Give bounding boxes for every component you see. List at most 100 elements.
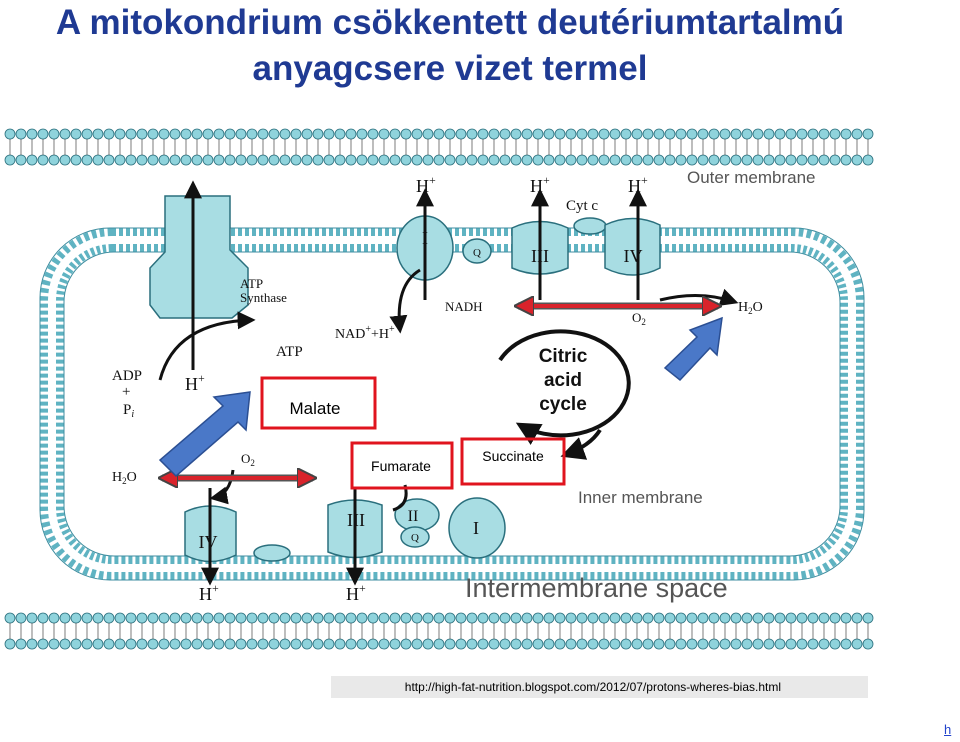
lipid-head xyxy=(26,612,38,624)
lipid-head xyxy=(664,128,676,140)
lipid-head xyxy=(257,638,269,650)
lipid-head xyxy=(510,154,522,166)
lipid-head xyxy=(114,128,126,140)
lipid-head xyxy=(158,154,170,166)
lipid-head xyxy=(763,128,775,140)
lipid-head xyxy=(37,128,49,140)
lipid-head xyxy=(741,612,753,624)
lipid-head xyxy=(741,154,753,166)
lipid-head xyxy=(477,612,489,624)
lipid-head xyxy=(818,154,830,166)
lipid-head xyxy=(389,128,401,140)
lipid-head xyxy=(389,638,401,650)
lipid-head xyxy=(433,154,445,166)
lipid-head xyxy=(686,638,698,650)
lipid-head xyxy=(15,638,27,650)
complex-I-top-label: I xyxy=(422,228,428,248)
lipid-head xyxy=(829,612,841,624)
lipid-head xyxy=(4,612,16,624)
lipid-head xyxy=(290,154,302,166)
lipid-head xyxy=(444,128,456,140)
lipid-head xyxy=(290,128,302,140)
lipid-head xyxy=(400,154,412,166)
lipid-head xyxy=(807,612,819,624)
lipid-head xyxy=(675,612,687,624)
adp-label: ADP xyxy=(112,368,142,384)
lipid-head xyxy=(334,128,346,140)
cyt-c-label: Cyt c xyxy=(566,198,598,214)
atp-synthase-label-1: ATP xyxy=(240,276,263,291)
lipid-head xyxy=(488,128,500,140)
lipid-head xyxy=(422,128,434,140)
lipid-head xyxy=(719,128,731,140)
lipid-head xyxy=(752,128,764,140)
lipid-head xyxy=(59,128,71,140)
citric-acid-cycle-loop xyxy=(498,329,631,460)
lipid-head xyxy=(708,638,720,650)
lipid-head xyxy=(675,638,687,650)
lipid-head xyxy=(301,154,313,166)
lipid-head xyxy=(697,638,709,650)
lipid-head xyxy=(576,638,588,650)
lipid-head xyxy=(488,154,500,166)
lipid-head xyxy=(587,612,599,624)
lipid-head xyxy=(620,638,632,650)
lipid-head xyxy=(103,612,115,624)
malate-box: Malate xyxy=(260,376,377,430)
lipid-head xyxy=(257,612,269,624)
lipid-head xyxy=(620,154,632,166)
lipid-head xyxy=(345,612,357,624)
lipid-head xyxy=(103,638,115,650)
lipid-head xyxy=(862,612,874,624)
outer-membrane-top xyxy=(4,128,878,166)
lipid-head xyxy=(125,128,137,140)
lipid-head xyxy=(70,128,82,140)
lipid-head xyxy=(477,128,489,140)
lipid-head xyxy=(631,154,643,166)
lipid-head xyxy=(455,154,467,166)
citric-acid-cycle-label-1: Citric xyxy=(539,346,588,367)
lipid-head xyxy=(851,154,863,166)
lipid-head xyxy=(92,638,104,650)
succinate-label: Succinate xyxy=(482,448,544,464)
h2o-top-label: H2O xyxy=(738,300,763,316)
lipid-head xyxy=(125,154,137,166)
lipid-head xyxy=(367,612,379,624)
lipid-head xyxy=(862,154,874,166)
lipid-head xyxy=(719,154,731,166)
lipid-head xyxy=(15,154,27,166)
lipid-head xyxy=(136,612,148,624)
o2-bottom-label: O2 xyxy=(241,451,255,468)
lipid-head xyxy=(257,128,269,140)
lipid-head xyxy=(301,612,313,624)
lipid-head xyxy=(444,612,456,624)
lipid-head xyxy=(598,638,610,650)
lipid-head xyxy=(180,612,192,624)
blue-arrow-left xyxy=(158,391,251,478)
lipid-head xyxy=(499,154,511,166)
lipid-head xyxy=(510,612,522,624)
lipid-head xyxy=(15,612,27,624)
lipid-head xyxy=(191,612,203,624)
lipid-head xyxy=(499,612,511,624)
lipid-head xyxy=(378,154,390,166)
lipid-head xyxy=(477,154,489,166)
lipid-head xyxy=(147,638,159,650)
lipid-head xyxy=(411,128,423,140)
h-plus-atp: H+ xyxy=(185,371,205,394)
lipid-head xyxy=(180,154,192,166)
lipid-head xyxy=(532,154,544,166)
lipid-head xyxy=(92,154,104,166)
nadh-label: NADH xyxy=(445,299,483,314)
corner-link[interactable]: h xyxy=(944,722,952,737)
lipid-head xyxy=(609,154,621,166)
cyt-c xyxy=(573,217,607,235)
lipid-head xyxy=(367,154,379,166)
lipid-head xyxy=(356,154,368,166)
lipid-head xyxy=(191,128,203,140)
lipid-head xyxy=(213,154,225,166)
lipid-head xyxy=(455,638,467,650)
lipid-head xyxy=(158,638,170,650)
lipid-head xyxy=(37,612,49,624)
lipid-head xyxy=(488,638,500,650)
